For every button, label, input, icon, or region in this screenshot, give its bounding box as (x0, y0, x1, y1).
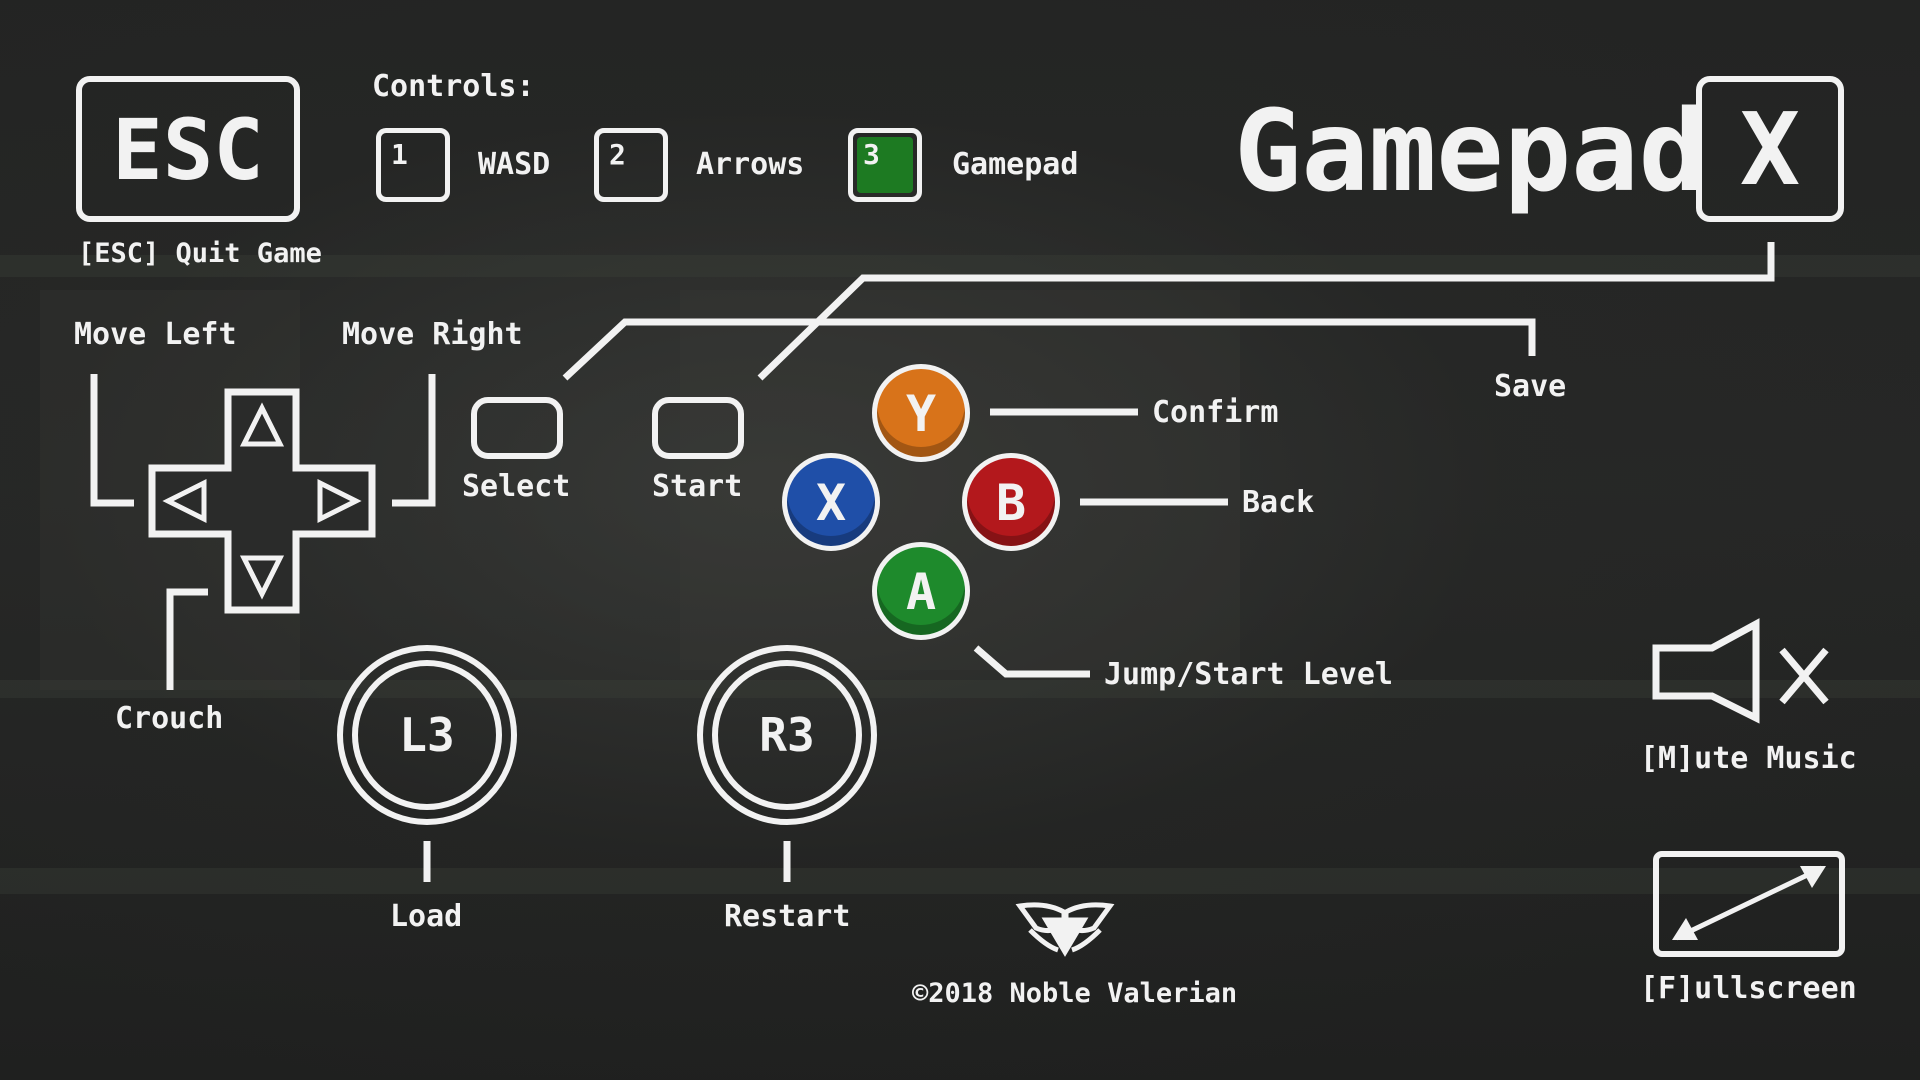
dpad-up-arrow-icon (239, 402, 285, 447)
bg-ledge-top (0, 255, 1920, 277)
esc-key-label: ESC (112, 101, 264, 199)
x-face-button-label: X (815, 474, 847, 532)
controls-label: Controls: (372, 69, 535, 104)
jump-start-level-label: Jump/Start Level (1104, 657, 1393, 692)
r3-stick-label[interactable]: R3 (759, 708, 815, 762)
scheme-key-2-label: 2 (609, 138, 626, 171)
dpad-icon (148, 388, 376, 614)
scheme-option-arrows[interactable]: Arrows (696, 147, 805, 182)
b-face-button[interactable]: B (962, 453, 1060, 551)
r3-stick-outer-icon (697, 645, 877, 825)
a-face-button-label: A (905, 563, 937, 621)
l3-stick-inner-icon (352, 660, 502, 810)
scheme-key-3-selected[interactable]: 3 (848, 128, 922, 202)
start-button-icon (652, 397, 744, 459)
winged-shield-logo (1015, 902, 1115, 957)
scheme-key-2[interactable]: 2 (594, 128, 668, 202)
l3-stick-outer-icon (337, 645, 517, 825)
speaker-muted-icon (1652, 618, 1829, 724)
select-label: Select (462, 469, 571, 504)
scheme-key-3-label: 3 (863, 138, 880, 171)
dpad-left-arrow-icon (162, 478, 207, 524)
connector-move-right (392, 374, 436, 507)
scheme-key-1-label: 1 (391, 138, 408, 171)
close-x-button[interactable]: X (1696, 76, 1844, 222)
select-button-icon (471, 397, 563, 459)
crouch-label: Crouch (115, 701, 224, 736)
back-label: Back (1242, 485, 1315, 520)
fullscreen-arrow-icon (1653, 851, 1845, 957)
connector-start-line (757, 242, 1775, 381)
move-right-label: Move Right (342, 317, 523, 352)
scheme-option-wasd[interactable]: WASD (478, 147, 551, 182)
dpad-down-arrow-icon (239, 555, 285, 600)
selected-key-fill (857, 137, 913, 193)
copyright-text: ©2018 Noble Valerian (912, 978, 1238, 1009)
mute-music-caption[interactable]: [M]ute Music (1640, 741, 1857, 776)
move-left-label: Move Left (74, 317, 237, 352)
r3-stick-inner-icon (712, 660, 862, 810)
confirm-label: Confirm (1152, 395, 1279, 430)
save-label: Save (1494, 369, 1567, 404)
close-x-label: X (1739, 91, 1801, 208)
esc-caption: [ESC] Quit Game (78, 238, 322, 269)
connector-move-left (90, 374, 134, 507)
fullscreen-caption[interactable]: [F]ullscreen (1640, 971, 1857, 1006)
mode-title: Gamepad (1234, 87, 1707, 217)
scheme-key-1[interactable]: 1 (376, 128, 450, 202)
a-face-button[interactable]: A (872, 542, 970, 640)
restart-label: Restart (724, 899, 851, 934)
load-label: Load (390, 899, 463, 934)
connector-select-line (562, 318, 1536, 381)
connector-crouch (166, 588, 208, 690)
connector-jump (973, 645, 1090, 678)
l3-stick-label[interactable]: L3 (399, 708, 455, 762)
scheme-option-gamepad[interactable]: Gamepad (952, 147, 1079, 182)
bg-ground (0, 868, 1920, 894)
y-face-button[interactable]: Y (872, 364, 970, 462)
x-face-button[interactable]: X (782, 453, 880, 551)
start-label: Start (652, 469, 743, 504)
dpad-right-arrow-icon (317, 478, 362, 524)
esc-key-button[interactable]: ESC (76, 76, 300, 222)
y-face-button-label: Y (905, 385, 937, 443)
b-face-button-label: B (995, 474, 1027, 532)
